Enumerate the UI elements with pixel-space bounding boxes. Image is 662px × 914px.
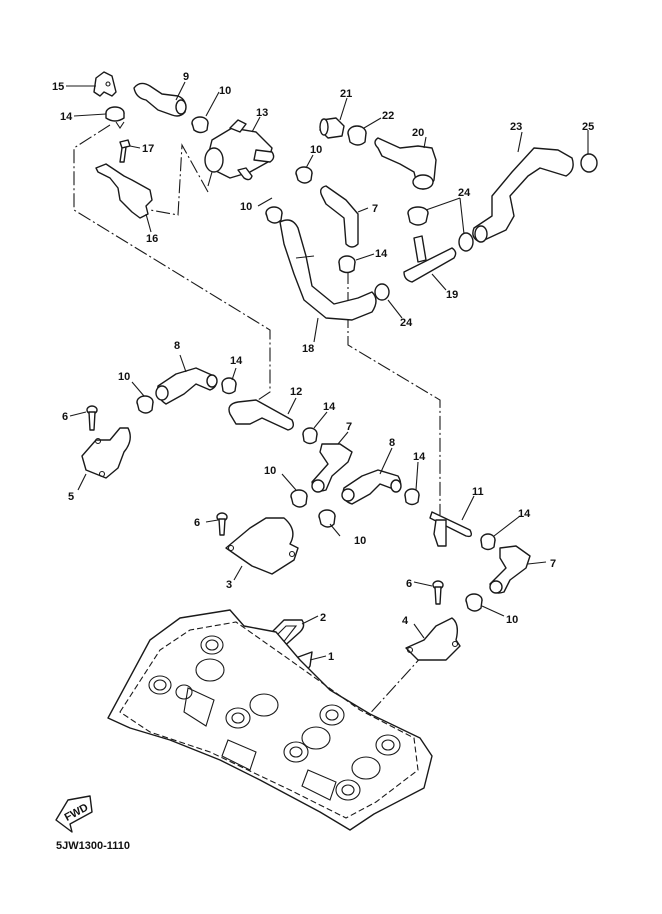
part-17-bolt (119, 139, 131, 163)
callout-14: 14 (60, 111, 73, 123)
part-7-elbow-2 (311, 443, 353, 493)
callout-15: 15 (52, 81, 64, 93)
part-24-clamp (407, 206, 429, 226)
callout-10: 10 (118, 371, 130, 383)
part-24-clamp-3 (374, 283, 390, 301)
callout-6: 6 (194, 517, 200, 529)
spark-plug-wells (148, 635, 401, 801)
callout-7: 7 (346, 421, 352, 433)
part-10-clamp (191, 116, 209, 134)
callout-3: 3 (226, 579, 232, 591)
callout-14: 14 (230, 355, 243, 367)
part-10-clamp-4 (136, 395, 154, 414)
callout-10: 10 (506, 614, 518, 626)
callout-7: 7 (550, 558, 556, 570)
cylinder-head-cover (107, 609, 433, 831)
part-12-pipe (228, 399, 295, 431)
diagram-code: 5JW1300-1110 (56, 840, 131, 852)
part-3-housing (225, 517, 299, 575)
callout-14: 14 (413, 451, 426, 463)
callout-14: 14 (518, 508, 531, 520)
callout-14: 14 (323, 401, 336, 413)
part-19-tee (403, 235, 457, 283)
part-4-housing (405, 617, 461, 661)
part-24-clamp-2 (458, 232, 474, 252)
callout-7: 7 (372, 203, 378, 215)
callout-6: 6 (406, 578, 412, 590)
callout-23: 23 (510, 121, 522, 133)
callout-21: 21 (340, 88, 352, 100)
callout-5: 5 (68, 491, 74, 503)
leader-lines (66, 81, 589, 661)
part-7-elbow-3 (489, 545, 531, 594)
callout-2: 2 (320, 612, 326, 624)
callout-labels: 15 9 10 14 13 17 21 22 20 23 25 10 7 16 … (52, 71, 594, 663)
part-14-clamp (105, 106, 125, 129)
callout-10: 10 (310, 144, 322, 156)
part-20-hose (374, 137, 437, 190)
part-8-hose (155, 367, 218, 405)
callout-10: 10 (240, 201, 252, 213)
part-15-bracket (93, 71, 117, 97)
part-10-clamp-6 (318, 509, 336, 528)
callout-18: 18 (302, 343, 314, 355)
callout-16: 16 (146, 233, 158, 245)
callout-10: 10 (219, 85, 231, 97)
part-6-bolt-2 (216, 512, 228, 536)
callout-12: 12 (290, 386, 302, 398)
callout-19: 19 (446, 289, 458, 301)
part-18-hose (279, 219, 377, 321)
part-16-bracket (95, 163, 153, 219)
callout-10: 10 (354, 535, 366, 547)
part-6-bolt (86, 405, 98, 431)
callout-24: 24 (400, 317, 413, 329)
part-22-clamp (347, 125, 367, 146)
part-14-clamp-3 (221, 377, 237, 395)
callout-4: 4 (402, 615, 409, 627)
callout-25: 25 (582, 121, 594, 133)
fwd-arrow-icon: FWD (55, 795, 93, 833)
part-11-tee (429, 511, 473, 547)
callout-1: 1 (328, 651, 334, 663)
part-23-hose (472, 147, 574, 243)
part-7-elbow (319, 185, 359, 248)
callout-17: 17 (142, 143, 154, 155)
part-14-clamp-5 (404, 488, 420, 506)
callout-13: 13 (256, 107, 268, 119)
part-5-housing (81, 427, 131, 479)
part-8-hose-2 (341, 469, 402, 505)
part-9-hose (133, 82, 187, 117)
part-14-clamp-4 (302, 427, 318, 445)
callout-8: 8 (174, 340, 180, 352)
part-6-bolt-3 (432, 580, 444, 605)
callout-6: 6 (62, 411, 68, 423)
part-13-valve (204, 119, 275, 187)
callout-9: 9 (183, 71, 189, 83)
callout-20: 20 (412, 127, 424, 139)
part-10-clamp-3 (265, 206, 283, 224)
callout-11: 11 (472, 486, 484, 498)
part-10-clamp-7 (465, 593, 483, 612)
callout-22: 22 (382, 110, 394, 122)
callout-10: 10 (264, 465, 276, 477)
part-25-clamp (580, 153, 598, 173)
part-10-clamp-2 (295, 166, 313, 184)
part-14-clamp-6 (480, 533, 496, 551)
part-14-clamp-2 (338, 255, 356, 274)
callout-8: 8 (389, 437, 395, 449)
part-10-clamp-5 (290, 489, 308, 508)
part-21-cap (319, 117, 345, 139)
callout-24: 24 (458, 187, 471, 199)
callout-14: 14 (375, 248, 388, 260)
